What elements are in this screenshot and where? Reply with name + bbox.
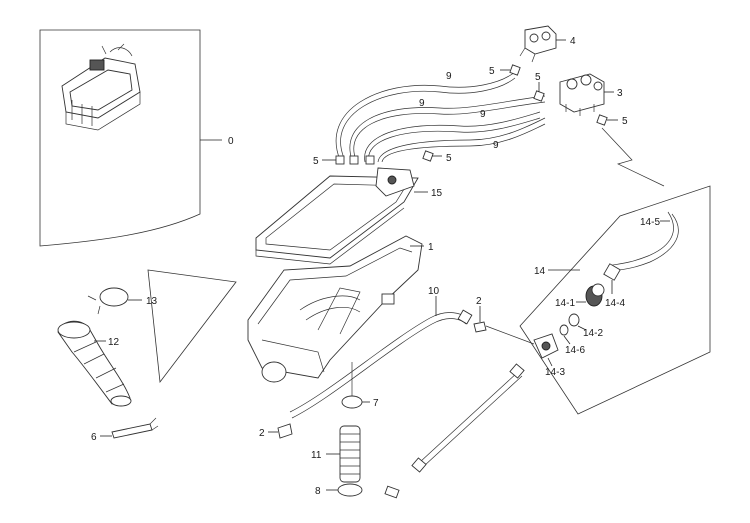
part-15-drawer-cover	[255, 167, 419, 265]
part-14-group-outline	[519, 185, 711, 415]
callout-14-2: 14-2	[583, 328, 603, 339]
callout-2b: 2	[259, 428, 265, 439]
callout-10: 10	[428, 286, 440, 297]
callout-1: 1	[428, 242, 434, 253]
part-12-bellows	[57, 320, 132, 407]
callout-14-1: 14-1	[555, 298, 575, 309]
part-14-1-filter	[585, 283, 605, 307]
drain-hose-lower	[384, 363, 525, 499]
callout-6: 6	[91, 432, 97, 443]
callout-9d: 9	[493, 140, 499, 151]
part-14-3-fitting	[533, 333, 559, 359]
callout-14-5: 14-5	[640, 217, 660, 228]
part-4-valve	[519, 25, 557, 63]
housing-group-outline	[147, 269, 237, 384]
callout-7: 7	[373, 398, 379, 409]
part-10-hose	[289, 309, 473, 419]
callout-8: 8	[315, 486, 321, 497]
part-1-drawer-housing	[247, 235, 423, 383]
part-3-valve	[559, 73, 605, 116]
callout-14-4: 14-4	[605, 298, 625, 309]
callout-5c: 5	[622, 116, 628, 127]
part-0-drawer-assembly-sketch	[61, 43, 141, 131]
callout-9b: 9	[419, 98, 425, 109]
connector-line	[601, 127, 665, 187]
callout-9a: 9	[446, 71, 452, 82]
callout-14-3-leader	[547, 357, 553, 367]
part-6-band-clamp	[111, 417, 159, 439]
part-14-2-washer	[568, 313, 580, 327]
part-5-clamps	[335, 64, 608, 165]
callout-11: 11	[311, 450, 322, 461]
callout-5a: 5	[489, 66, 495, 77]
callout-14-2-leader	[577, 325, 587, 331]
callout-15: 15	[431, 188, 443, 199]
callout-14-6: 14-6	[565, 345, 585, 356]
part-11-corrugated-hose	[339, 425, 361, 483]
part-0-drawer-assembly-inset	[39, 29, 201, 247]
connector-hose-short	[485, 325, 535, 345]
part-2-clip-upper	[473, 321, 487, 333]
callout-9c: 9	[480, 109, 486, 120]
callout-12: 12	[108, 337, 120, 348]
part-14-6-seal	[559, 324, 569, 336]
callout-5d: 5	[313, 156, 319, 167]
callout-13: 13	[146, 296, 158, 307]
callout-3: 3	[617, 88, 623, 99]
part-2-clip-lower	[277, 423, 293, 439]
callout-2a: 2	[476, 296, 482, 307]
part-7-clamp	[341, 362, 363, 409]
callout-0: 0	[228, 136, 234, 147]
part-14-4-nut	[603, 263, 621, 281]
callout-5b: 5	[535, 72, 541, 83]
callout-14-6-leader	[563, 335, 571, 345]
part-13-clamp	[87, 287, 129, 315]
callout-4: 4	[570, 36, 576, 47]
callout-5e: 5	[446, 153, 452, 164]
part-9-hoses	[335, 71, 546, 163]
callout-14-3: 14-3	[545, 367, 565, 378]
callout-14: 14	[534, 266, 546, 277]
part-8-clamp	[337, 483, 363, 497]
